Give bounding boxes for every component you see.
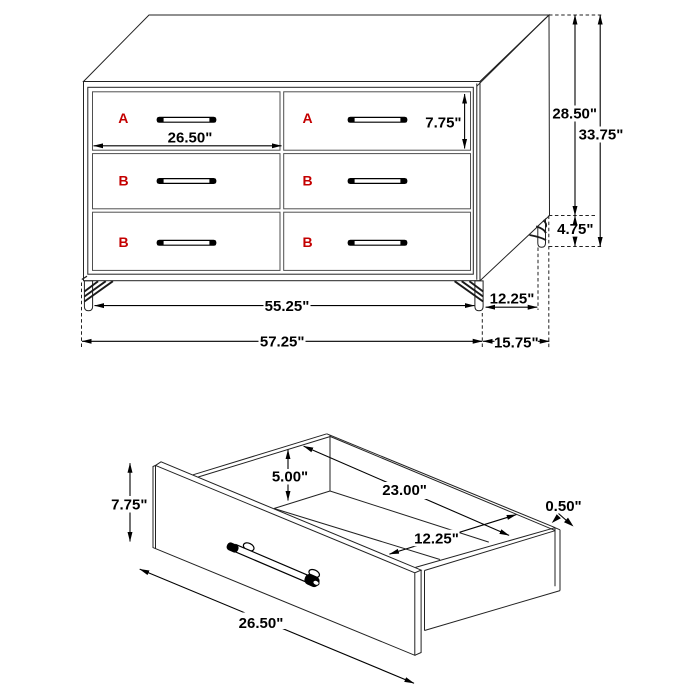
svg-text:0.50": 0.50" — [545, 498, 581, 515]
svg-text:57.25": 57.25" — [260, 334, 305, 351]
svg-text:B: B — [118, 173, 128, 189]
svg-text:15.75": 15.75" — [494, 334, 539, 351]
svg-text:23.00": 23.00" — [382, 482, 427, 499]
svg-text:A: A — [302, 110, 312, 126]
svg-text:55.25": 55.25" — [265, 298, 310, 315]
svg-text:4.75": 4.75" — [557, 221, 593, 238]
svg-text:12.25": 12.25" — [490, 290, 535, 307]
svg-text:26.50": 26.50" — [168, 130, 213, 147]
svg-text:12.25": 12.25" — [414, 530, 459, 547]
svg-text:A: A — [118, 110, 128, 126]
svg-text:28.50": 28.50" — [552, 105, 597, 122]
svg-text:B: B — [302, 173, 312, 189]
svg-text:B: B — [302, 234, 312, 250]
svg-text:B: B — [118, 234, 128, 250]
svg-text:7.75": 7.75" — [111, 497, 147, 514]
svg-text:5.00": 5.00" — [272, 469, 308, 486]
svg-text:26.50": 26.50" — [239, 615, 284, 632]
svg-text:33.75": 33.75" — [579, 126, 624, 143]
svg-text:7.75": 7.75" — [425, 114, 461, 131]
